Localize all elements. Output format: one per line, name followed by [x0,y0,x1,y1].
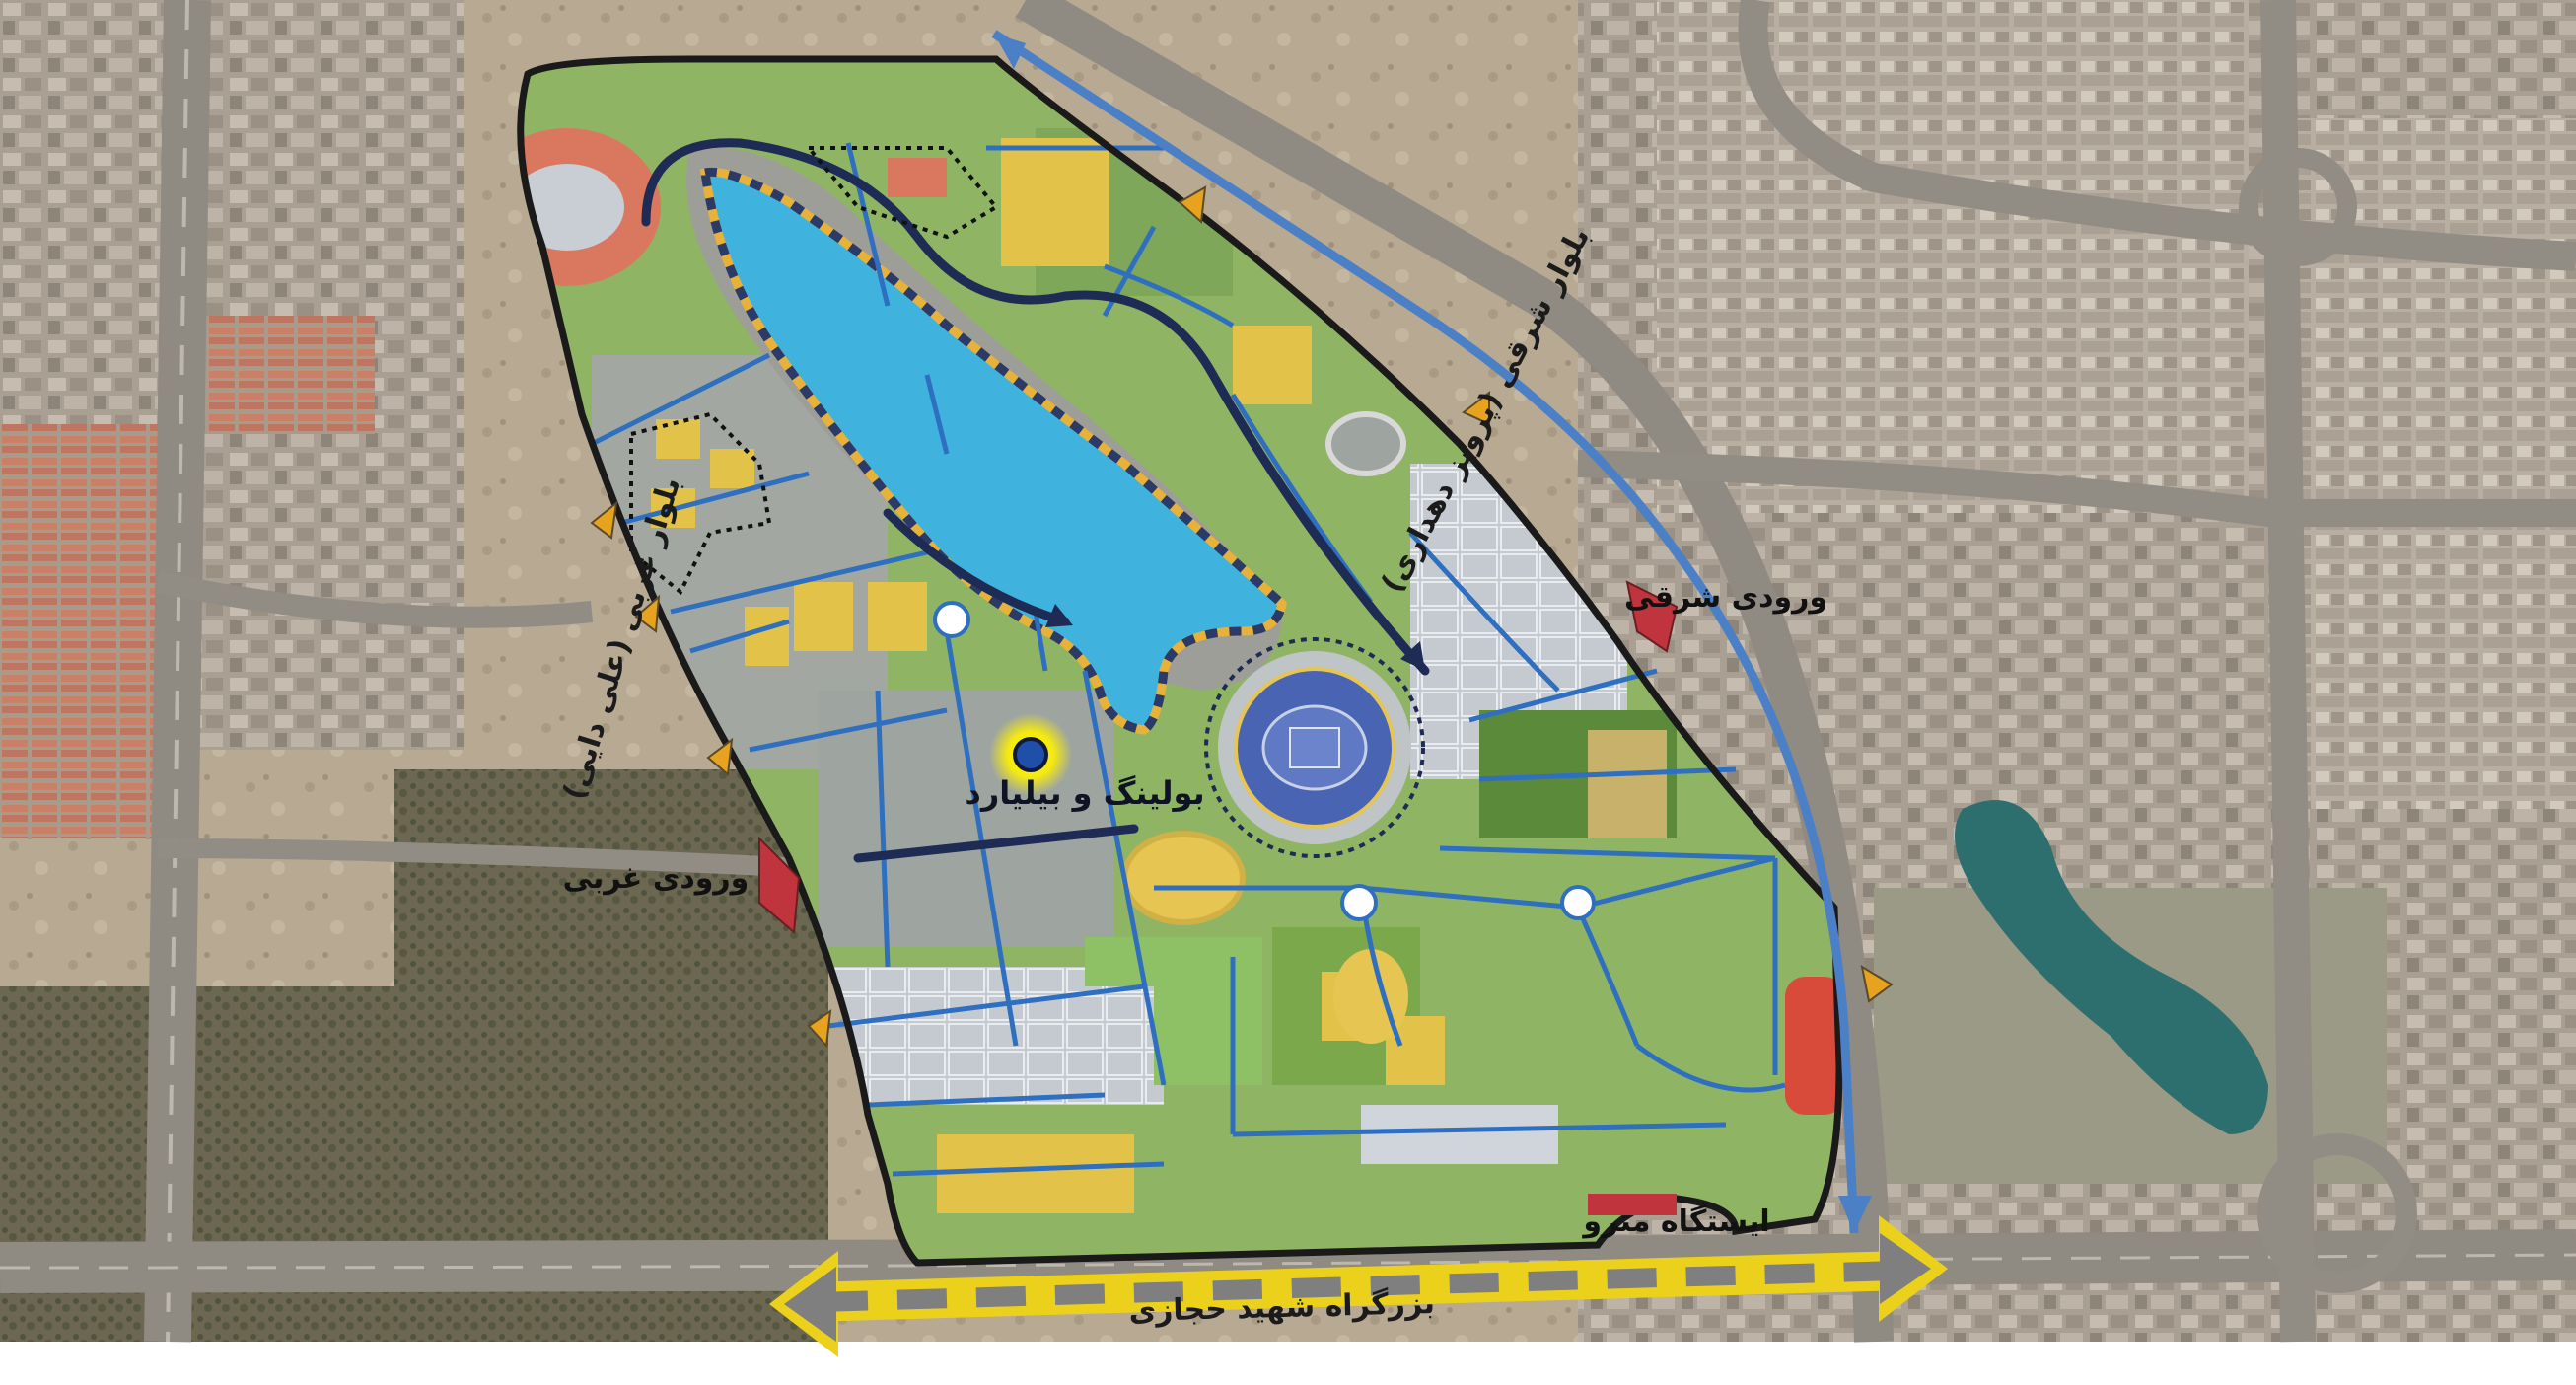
highway-label: بزرگراه شهید حجازی [1128,1285,1435,1329]
east-boulevard-end-arrow-icon [1838,1196,1872,1233]
east-entrance-label: ورودی شرقی [1624,580,1827,615]
central-lake [699,167,1287,735]
route-arrowheads [1045,604,1425,671]
poi-bowling-billiards[interactable] [989,713,1072,796]
highway-network [0,0,2576,1343]
poi-label: بولینگ و بیلیارد [965,774,1204,812]
highway-double-arrow [769,1215,1948,1357]
junction-node-icon [1340,884,1378,921]
pedestrian-paths [590,142,1786,1177]
entrance-arrow-icon [758,836,801,935]
metro-station-marker [1588,1194,1677,1215]
east-boulevard-arrow-icon [994,34,1026,69]
main-routes [641,138,1430,863]
route-arrow-lake-icon [1045,604,1073,627]
entry-arrows [590,185,1894,1049]
junction-node-icon [1560,885,1596,920]
site-boundary [517,55,1843,1267]
highway-arrow-icon [784,1267,836,1342]
entry-arrow-icon [590,500,618,540]
west-entrance-label: ورودی غربی [563,861,750,896]
east-boulevard-line [991,30,1872,1234]
highway-arrow-icon [1880,1233,1931,1304]
poi-marker-icon[interactable] [1013,737,1048,772]
junction-nodes [933,601,1596,921]
entry-arrow-icon [807,1008,832,1049]
entry-arrow-icon [706,737,734,776]
junction-node-icon [933,601,970,638]
entrance-arrows [758,580,1679,935]
east-lake-park [1955,800,2268,1134]
entry-arrow-icon [1178,185,1207,225]
entry-arrow-icon [634,594,661,633]
metro-station-label: ایستگاه مترو [1581,1203,1769,1239]
entry-arrow-icon [1860,964,1894,1003]
entrance-arrow-icon [1625,580,1679,653]
azadi-stadium [1204,637,1425,858]
dotted-zones [629,146,1000,596]
entry-arrow-icon [1462,390,1490,426]
route-arrow-east-icon [1400,641,1425,671]
